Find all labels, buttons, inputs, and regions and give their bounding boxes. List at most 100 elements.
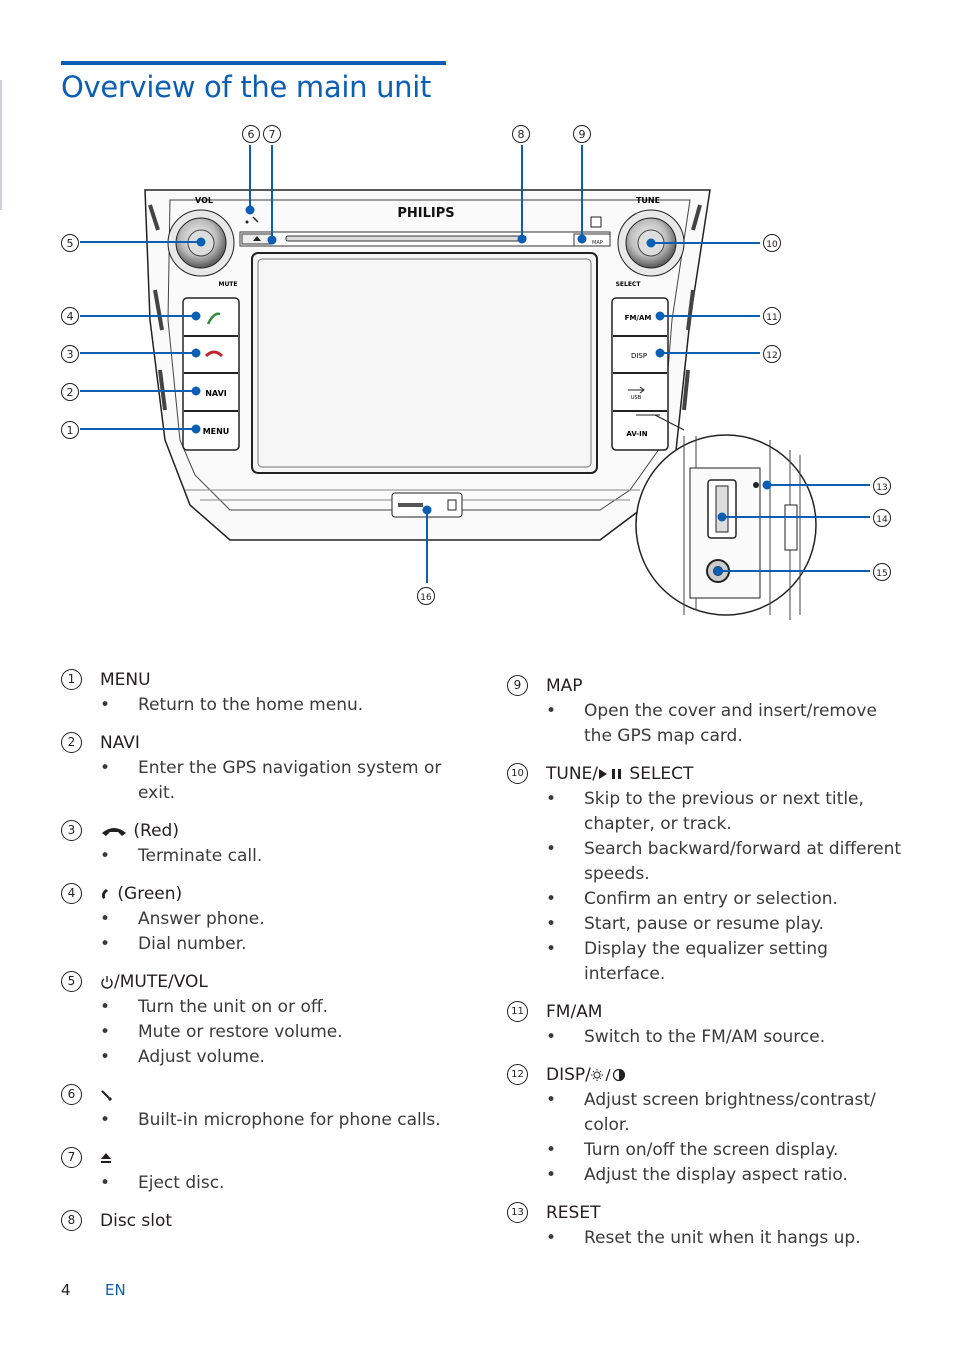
item-bullet: Start, pause or resume play. (546, 912, 907, 937)
item-bullet: Confirm an entry or selection. (546, 887, 907, 912)
svg-text:AV-IN: AV-IN (626, 430, 647, 438)
item-number: 5 (61, 971, 82, 992)
title-rule (61, 61, 446, 65)
item-bullet: Switch to the FM/AM source. (546, 1025, 907, 1050)
callout-1: 1 (67, 424, 74, 437)
legend-item-eject: 7 Eject disc. (61, 1146, 461, 1196)
item-title: MAP (546, 676, 583, 696)
callout-16: 16 (420, 593, 432, 603)
item-bullet: Open the cover and insert/remove the GPS… (546, 699, 907, 749)
callout-9: 9 (579, 128, 586, 141)
item-number: 12 (507, 1064, 528, 1085)
svg-text:FM/AM: FM/AM (625, 314, 652, 322)
item-title: TUNE/ (546, 764, 599, 784)
item-bullet: Answer phone. (100, 907, 461, 932)
callout-15: 15 (876, 569, 887, 579)
map-label: MAP (592, 240, 603, 246)
play-pause-icon (599, 769, 622, 779)
callout-4: 4 (67, 310, 74, 323)
callout-7: 7 (269, 128, 276, 141)
callout-10: 10 (766, 240, 778, 250)
item-bullet: Built-in microphone for phone calls. (100, 1108, 461, 1133)
legend-item-navi: 2 NAVI Enter the GPS navigation system o… (61, 731, 461, 806)
item-bullet: Turn on/off the screen display. (546, 1138, 907, 1163)
callout-6: 6 (248, 128, 255, 141)
item-title: Disc slot (100, 1211, 173, 1231)
item-number: 8 (61, 1210, 82, 1231)
legend-right-column: 9 MAP Open the cover and insert/remove t… (507, 674, 907, 1264)
callout-lines (80, 145, 870, 583)
item-bullet: Adjust screen brightness/contrast/ color… (546, 1088, 907, 1138)
item-number: 10 (507, 763, 528, 784)
legend-item-hang-up: 3 (Red) Terminate call. (61, 819, 461, 869)
eject-icon (101, 1153, 111, 1163)
legend-item-reset: 13 RESET Reset the unit when it hangs up… (507, 1201, 907, 1251)
item-bullet: Mute or restore volume. (100, 1020, 461, 1045)
legend-item-tune-select: 10 TUNE/ SELECT Skip to the previous or … (507, 762, 907, 987)
item-bullet: Turn the unit on or off. (100, 995, 461, 1020)
item-bullet: Adjust volume. (100, 1045, 461, 1070)
callout-14: 14 (876, 515, 888, 525)
item-number: 7 (61, 1147, 82, 1168)
item-title: DISP/ (546, 1065, 591, 1085)
item-number: 13 (507, 1202, 528, 1223)
legend-item-microphone: 6 Built-in microphone for phone calls. (61, 1083, 461, 1133)
item-number: 9 (507, 675, 528, 696)
side-rule (0, 80, 2, 210)
callout-numbers (61, 125, 891, 605)
callout-5: 5 (67, 237, 74, 250)
item-title: RESET (546, 1203, 601, 1223)
item-title: (Green) (117, 884, 183, 904)
item-bullet: Enter the GPS navigation system or exit. (100, 756, 461, 806)
item-number: 2 (61, 732, 82, 753)
brightness-contrast-icon (590, 1068, 625, 1082)
item-title: /MUTE/VOL (114, 972, 208, 992)
hang-up-icon (102, 828, 126, 836)
legend-item-fm-am: 11 FM/AM Switch to the FM/AM source. (507, 1000, 907, 1050)
page-number: 4 (61, 1281, 71, 1299)
item-bullet: Display the equalizer setting interface. (546, 937, 907, 987)
callout-3: 3 (67, 348, 74, 361)
item-bullet: Reset the unit when it hangs up. (546, 1226, 907, 1251)
svg-text:DISP: DISP (631, 352, 647, 360)
item-number: 4 (61, 883, 82, 904)
item-title: FM/AM (546, 1002, 603, 1022)
item-number: 6 (61, 1084, 82, 1105)
item-bullet: Search backward/forward at different spe… (546, 837, 907, 887)
item-bullet: Return to the home menu. (100, 693, 461, 718)
item-number: 1 (61, 669, 82, 690)
legend-item-menu: 1 MENU Return to the home menu. (61, 668, 461, 718)
item-bullet: Dial number. (100, 932, 461, 957)
item-title: (Red) (133, 821, 179, 841)
svg-text:MUTE: MUTE (218, 281, 237, 288)
legend-item-disp: 12 DISP/ Adjust screen brightness/contra… (507, 1063, 907, 1188)
svg-text:USB: USB (631, 395, 642, 401)
legend-item-answer: 4 (Green) Answer phone. Dial number. (61, 882, 461, 957)
item-bullet: Eject disc. (100, 1171, 461, 1196)
callout-11: 11 (766, 313, 777, 323)
legend-item-map: 9 MAP Open the cover and insert/remove t… (507, 674, 907, 749)
svg-text:SELECT: SELECT (616, 281, 642, 288)
item-bullet: Skip to the previous or next title, chap… (546, 787, 907, 837)
legend-item-disc-slot: 8 Disc slot (61, 1209, 461, 1234)
item-title: NAVI (100, 733, 140, 753)
item-bullet: Adjust the display aspect ratio. (546, 1163, 907, 1188)
page-title: Overview of the main unit (61, 70, 432, 104)
callout-12: 12 (766, 351, 777, 361)
svg-text:MENU: MENU (203, 427, 230, 436)
microphone-icon (101, 1090, 112, 1101)
svg-text:TUNE: TUNE (636, 196, 660, 205)
item-number: 3 (61, 820, 82, 841)
legend-item-power: 5 /MUTE/VOL Turn the unit on or off. Mut… (61, 970, 461, 1070)
answer-phone-icon (102, 889, 108, 899)
item-title-suffix: SELECT (624, 764, 694, 784)
item-bullet: Terminate call. (100, 844, 461, 869)
power-icon (101, 976, 113, 989)
svg-text:NAVI: NAVI (205, 389, 227, 398)
language-code: EN (105, 1281, 126, 1299)
brand-logo: PHILIPS (397, 206, 454, 221)
legend-left-column: 1 MENU Return to the home menu. 2 NAVI E… (61, 668, 461, 1247)
svg-text:VOL: VOL (195, 196, 213, 205)
item-number: 11 (507, 1001, 528, 1022)
callout-13: 13 (876, 483, 887, 493)
